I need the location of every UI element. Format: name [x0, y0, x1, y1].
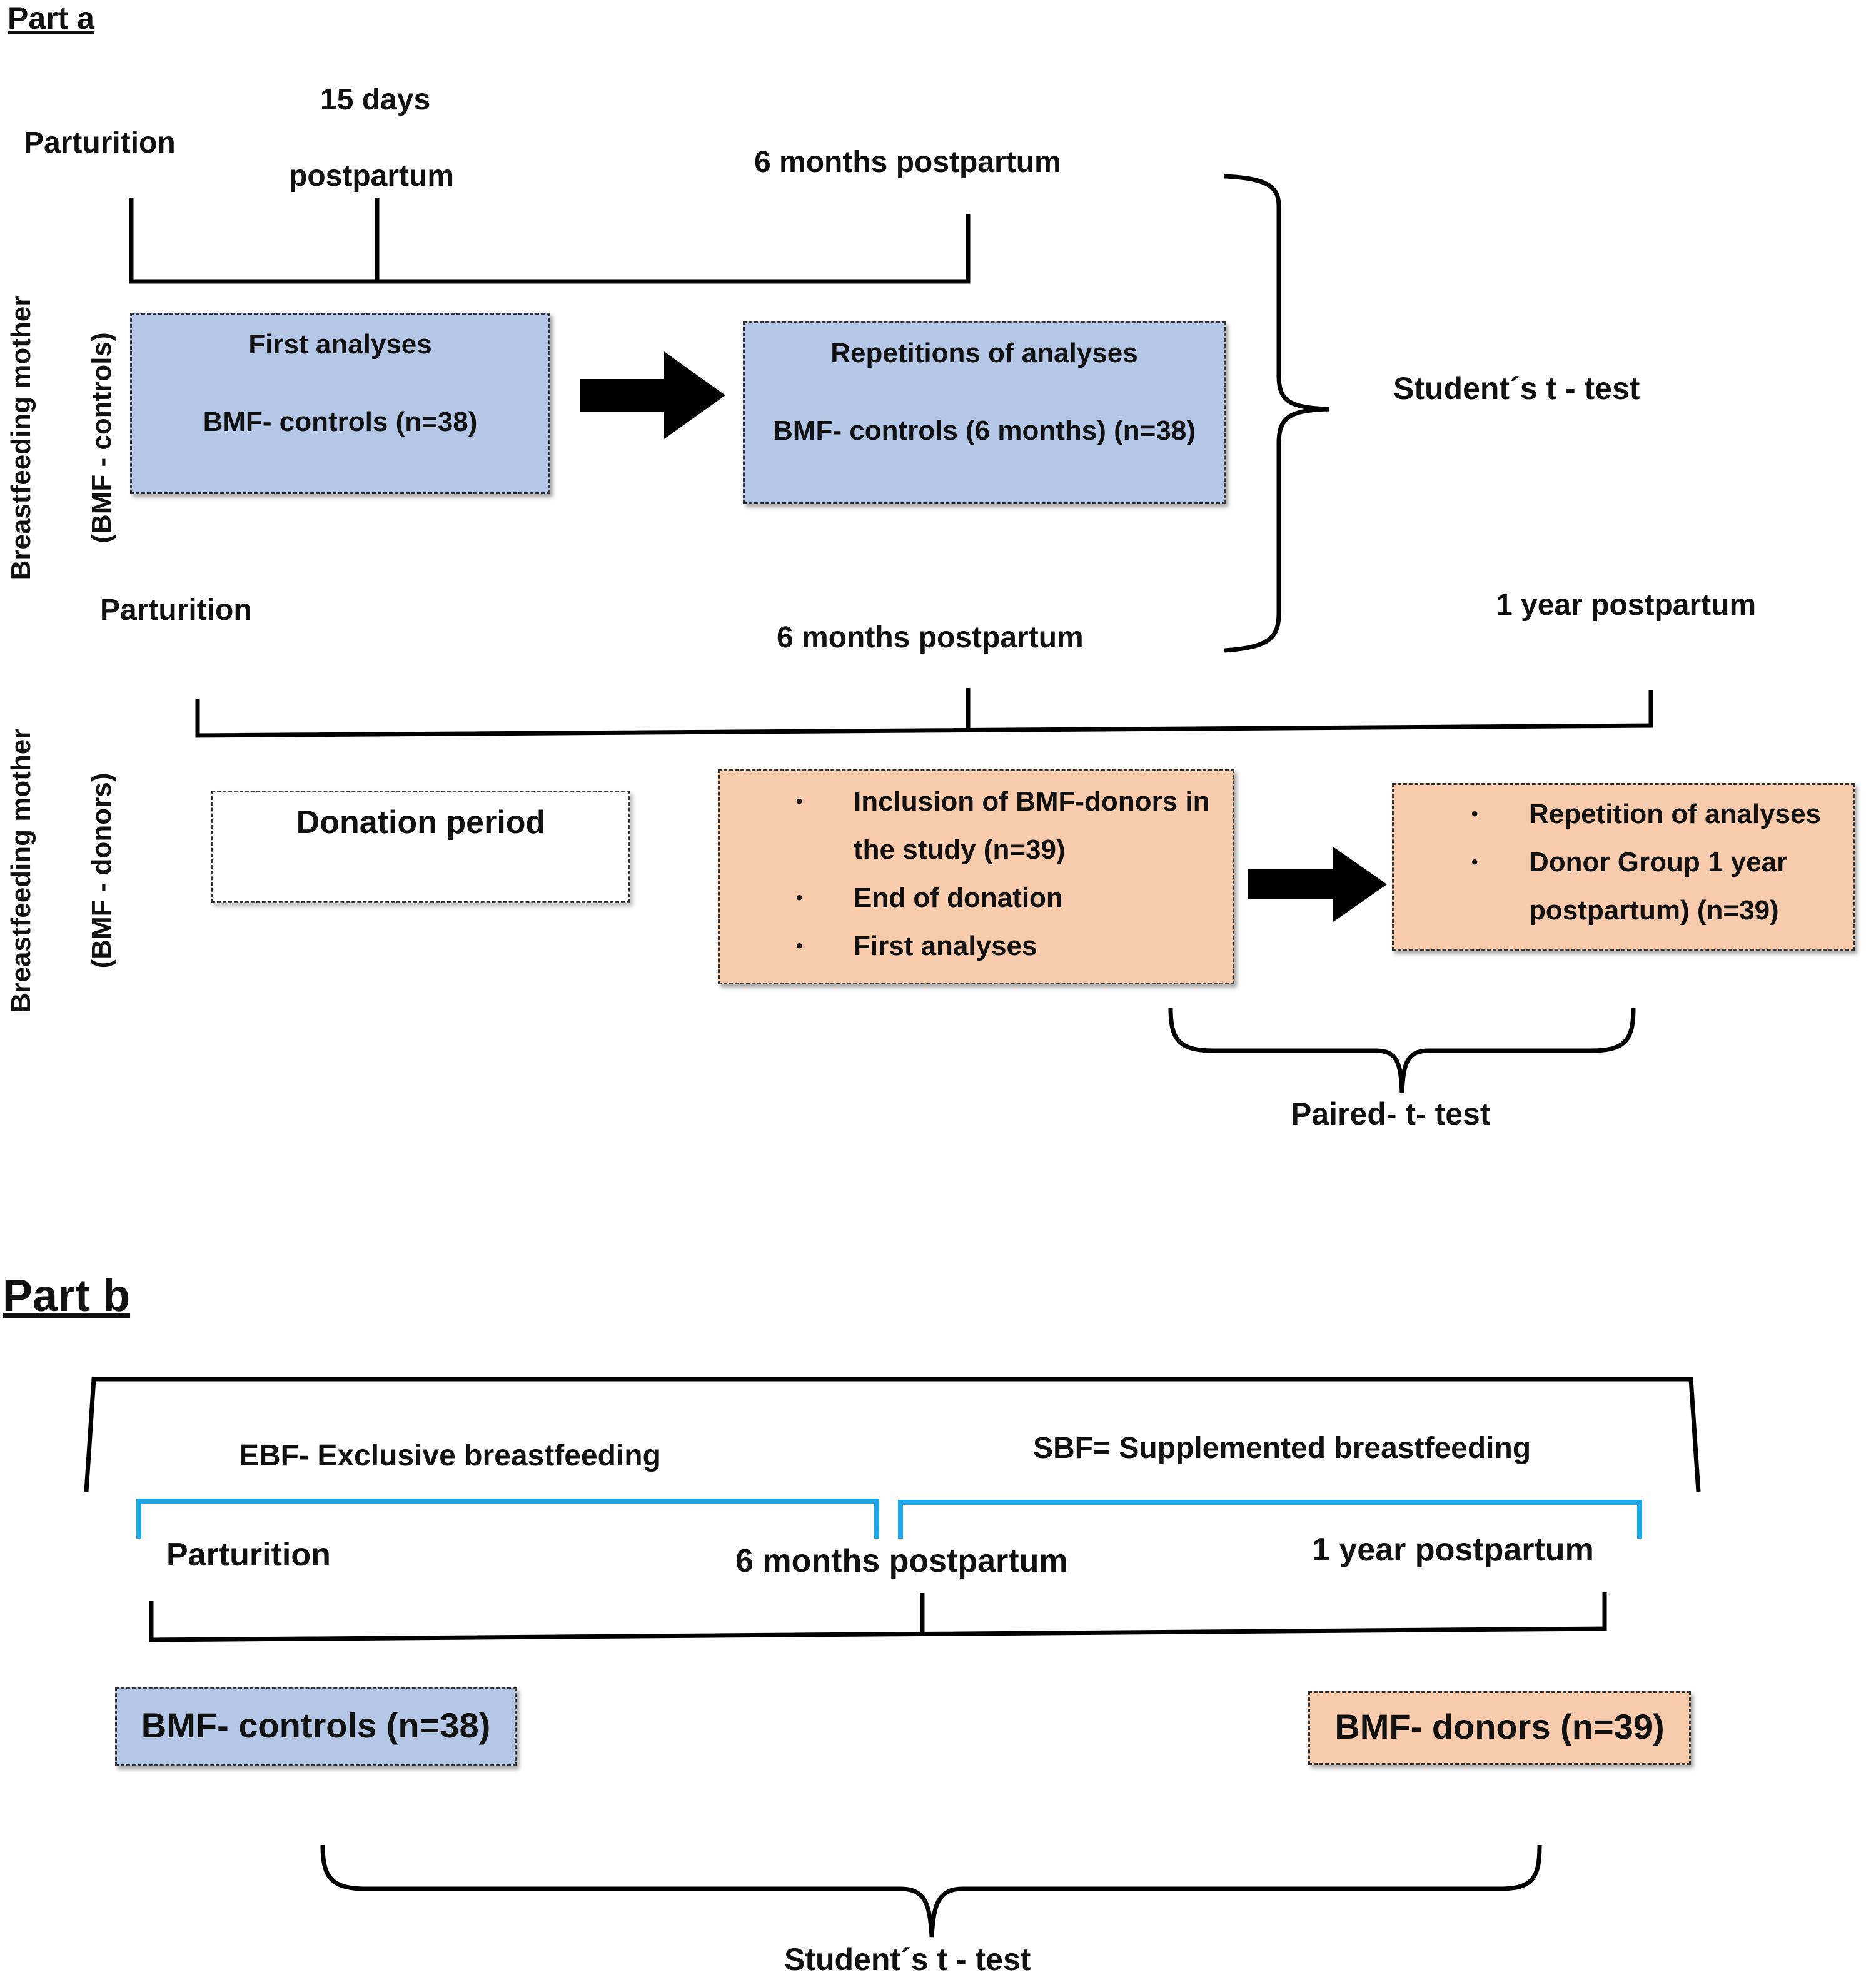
part-b-label: Part b [3, 1271, 131, 1321]
repetition-bullet-1: •Repetition of analyses [1471, 799, 1822, 829]
repetition-bullet-2: •Donor Group 1 year [1471, 847, 1788, 877]
part-a-label: Part a [8, 1, 94, 36]
arrow-controls [580, 351, 725, 439]
ebf-bracket [136, 1499, 879, 1539]
donors-6-months-label: 6 months postpartum [777, 621, 1084, 654]
donors-row-sublabel: (BMF - donors) [86, 772, 117, 969]
controls-15-days-label: 15 days [320, 83, 431, 116]
donation-period-label: Donation period [296, 804, 546, 841]
donors-1-year-label: 1 year postpartum [1496, 589, 1757, 622]
part-b-donors-label: BMF- donors (n=39) [1334, 1707, 1665, 1746]
repetitions-box: Repetitions of analyses BMF- controls (6… [743, 321, 1226, 504]
controls-timeline [129, 198, 971, 284]
part-b-top-bracket [84, 1377, 1701, 1492]
inclusion-bullet-1: •Inclusion of BMF-donors in [796, 786, 1210, 817]
part-b-controls-box: BMF- controls (n=38) [115, 1687, 517, 1766]
repetitions-title: Repetitions of analyses [830, 338, 1138, 368]
students-test-label: Student´s t - test [1393, 371, 1640, 406]
part-b-bottom-brace [320, 1844, 1542, 1938]
part-b-controls-label: BMF- controls (n=38) [141, 1706, 491, 1745]
donors-parturition-label: Parturition [100, 594, 252, 627]
controls-row-label: Breastfeeding mother [6, 295, 36, 580]
part-b-donors-box: BMF- donors (n=39) [1308, 1691, 1691, 1765]
part-b-6-months-label: 6 months postpartum [735, 1543, 1068, 1579]
donors-row-label: Breastfeeding mother [6, 728, 36, 1013]
repetitions-body: BMF- controls (6 months) (n=38) [773, 415, 1196, 446]
students-test-brace [1224, 174, 1329, 653]
first-analyses-body: BMF- controls (n=38) [203, 407, 478, 437]
donors-timeline [195, 688, 1653, 738]
inclusion-bullet-2: •End of donation [796, 882, 1063, 913]
sbf-label: SBF= Supplemented breastfeeding [1033, 1432, 1531, 1465]
paired-test-label: Paired- t- test [1291, 1096, 1491, 1131]
part-b-timeline [149, 1592, 1607, 1642]
inclusion-bullet-1-cont: the study (n=39) [854, 834, 1066, 865]
part-b-1-year-label: 1 year postpartum [1312, 1532, 1594, 1568]
inclusion-box: •Inclusion of BMF-donors in the study (n… [718, 769, 1234, 984]
ebf-label: EBF- Exclusive breastfeeding [239, 1439, 661, 1472]
controls-postpartum-label: postpartum [289, 159, 454, 193]
first-analyses-title: First analyses [248, 329, 432, 360]
paired-test-brace [1168, 1008, 1636, 1094]
controls-6-months-label: 6 months postpartum [754, 146, 1061, 179]
controls-parturition-label: Parturition [24, 126, 176, 159]
repetition-bullet-2-cont: postpartum) (n=39) [1529, 895, 1779, 926]
repetition-donors-box: •Repetition of analyses •Donor Group 1 y… [1392, 783, 1855, 951]
arrow-donors [1248, 847, 1387, 922]
donation-period-box: Donation period [211, 791, 630, 903]
controls-row-sublabel: (BMF - controls) [86, 332, 117, 544]
first-analyses-box: First analyses BMF- controls (n=38) [130, 313, 550, 494]
part-b-parturition-label: Parturition [166, 1537, 331, 1573]
inclusion-bullet-3: •First analyses [796, 931, 1037, 961]
part-b-students-test-label: Student´s t - test [784, 1942, 1031, 1977]
sbf-bracket [898, 1500, 1642, 1539]
